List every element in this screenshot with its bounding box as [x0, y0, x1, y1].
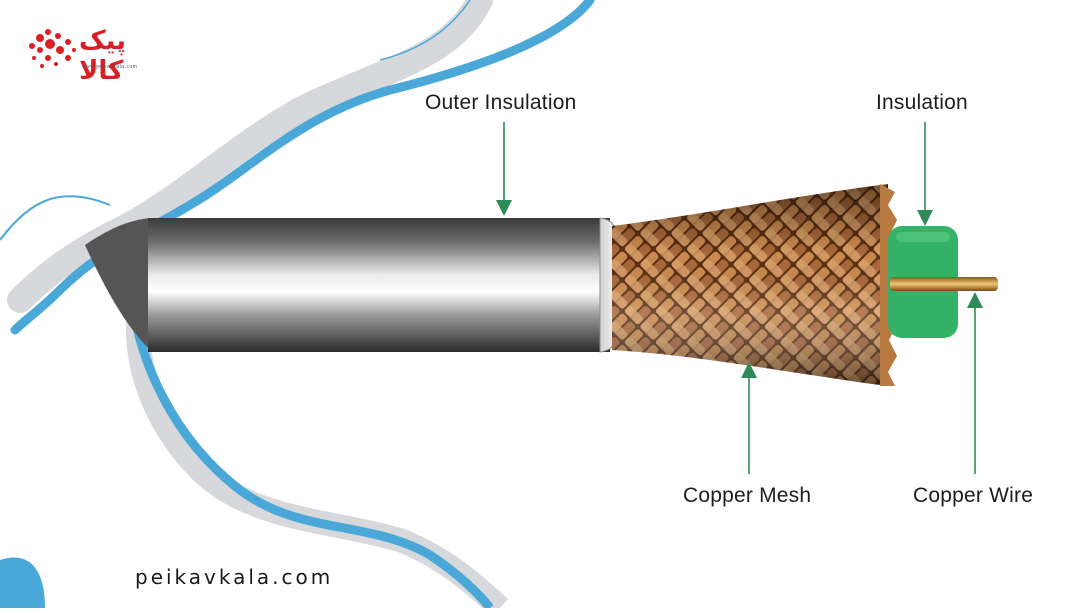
wave-thin-top: [379, 0, 471, 61]
logo-wordmark: پیک کالا: [79, 26, 127, 86]
wave-blue-bottom: [125, 279, 494, 611]
copper-mesh-braid: [612, 184, 898, 386]
wave-thin-left: [0, 195, 111, 241]
callout-arrows: [496, 122, 983, 474]
wave-gray-top: [7, 0, 493, 313]
wave-blue-corner: [0, 557, 45, 608]
jacket-tail: [85, 218, 150, 350]
braid-shading: [612, 184, 888, 386]
label-outer-insulation: Outer Insulation: [425, 91, 577, 114]
label-insulation: Insulation: [876, 91, 968, 114]
background-waves: [0, 0, 595, 613]
wave-blue-top: [10, 0, 595, 335]
label-copper-mesh: Copper Mesh: [683, 484, 812, 507]
dot-cluster-icon: [29, 29, 76, 68]
jacket-body: [148, 218, 610, 352]
footer-site-url[interactable]: peikavkala.com: [135, 565, 334, 589]
copper-core-wire: [890, 277, 998, 291]
brand-logo: پیک کالا www.peikavkala.com: [24, 18, 174, 86]
label-copper-wire: Copper Wire: [913, 484, 1034, 507]
inner-insulation-highlight: [896, 232, 950, 242]
logo-tagline: www.peikavkala.com: [82, 64, 138, 70]
outer-insulation-jacket: [85, 217, 617, 353]
